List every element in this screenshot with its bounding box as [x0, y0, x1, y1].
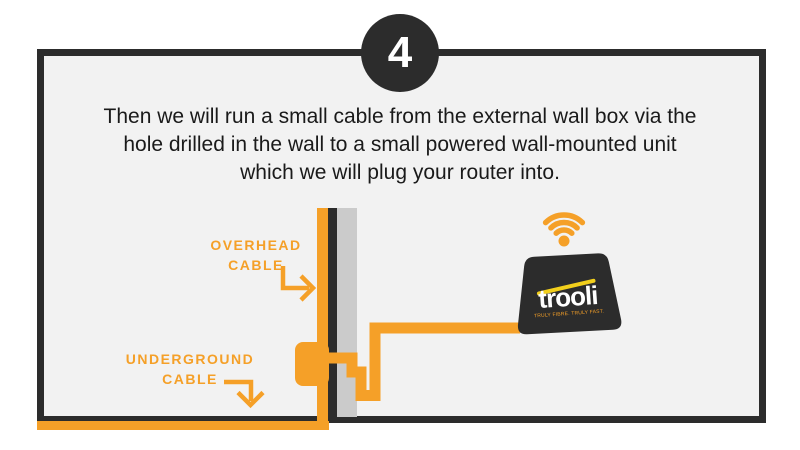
description-line: Then we will run a small cable from the …: [103, 105, 697, 128]
description-line: which we will plug your router into.: [240, 161, 560, 184]
description-line: hole drilled in the wall to a small powe…: [123, 133, 677, 156]
underground-cable-label-line: UNDERGROUND: [125, 351, 255, 367]
router-branding: trooli TRULY FIBRE. TRULY FAST.: [523, 278, 613, 320]
overhead-cable-label: OVERHEAD CABLE: [196, 235, 316, 275]
overhead-cable-label-line: CABLE: [228, 257, 284, 273]
step-badge: 4: [361, 14, 439, 92]
step-number: 4: [387, 28, 413, 77]
overhead-cable-label-line: OVERHEAD: [210, 237, 302, 253]
underground-cable-label: UNDERGROUND CABLE: [118, 349, 262, 389]
step-description: Then we will run a small cable from the …: [70, 103, 730, 187]
underground-cable-label-line: CABLE: [162, 371, 218, 387]
